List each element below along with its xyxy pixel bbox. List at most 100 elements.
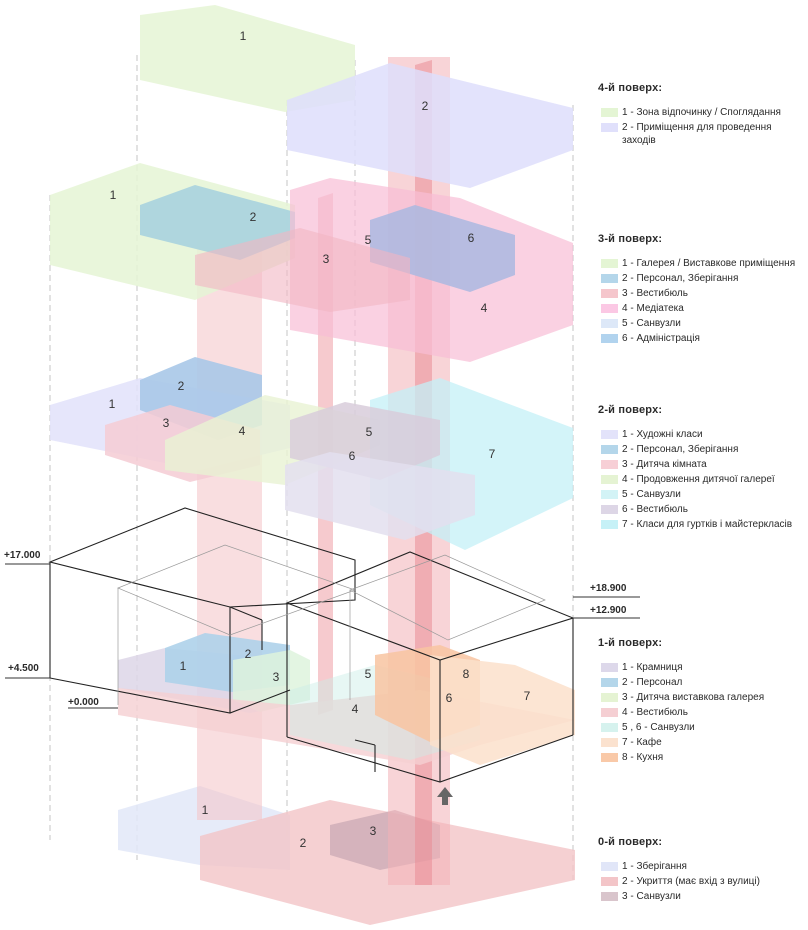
legend-floor-1: 1-й поверх: 1 - Крамниця 2 - Персонал 3 … [598,637,808,766]
room-number: 1 [202,803,209,817]
legend-item: 2 - Персонал [598,676,808,689]
room-number: 4 [239,424,246,438]
room-number: 8 [463,667,470,681]
floor-0-volumes [118,786,575,925]
legend-item: 1 - Галерея / Виставкове приміщення [598,257,808,270]
legend-item: 2 - Персонал, Зберігання [598,443,808,456]
legend-floor-3: 3-й поверх: 1 - Галерея / Виставкове при… [598,233,808,347]
legend-swatch [601,445,618,454]
room-number: 3 [163,416,170,430]
legend-swatch [601,304,618,313]
legend-swatch [601,678,618,687]
room-number: 1 [110,188,117,202]
room-number: 7 [489,447,496,461]
legend-title: 4-й поверх: [598,82,663,94]
entrance-arrow-icon [437,787,453,805]
legend-title: 3-й поверх: [598,233,663,245]
legend-item: 3 - Санвузли [598,890,808,903]
legend-item: 2 - Приміщення для проведення заходів [598,121,782,147]
floor-3-volumes [50,163,573,362]
legend-swatch [601,505,618,514]
legend-swatch [601,123,618,132]
legend-swatch [601,334,618,343]
legend-swatch [601,877,618,886]
elevation-label: +18.900 [590,583,627,594]
legend-swatch [601,274,618,283]
room-number: 2 [178,379,185,393]
room-number: 2 [245,647,252,661]
legend-swatch [601,289,618,298]
legend-item: 3 - Дитяча виставкова галерея [598,691,808,704]
room-number: 7 [524,689,531,703]
legend-swatch [601,693,618,702]
legend-item: 2 - Персонал, Зберігання [598,272,808,285]
floor-1-volumes [118,633,575,765]
room-number: 2 [422,99,429,113]
legend-item: 2 - Укриття (має вхід з вулиці) [598,875,808,888]
legend-swatch [601,862,618,871]
floor-2-volumes [50,357,573,550]
room-number: 2 [300,836,307,850]
legend-item: 6 - Адміністрація [598,332,808,345]
room-numbers: 1 2 1 2 3 4 5 6 1 2 3 4 5 6 7 1 2 3 4 5 … [109,29,531,850]
legend-item: 5 - Санвузли [598,317,808,330]
legend-item: 3 - Дитяча кімната [598,458,808,471]
room-number: 3 [323,252,330,266]
elevation-label: +0.000 [68,697,99,708]
legend-item: 4 - Продовження дитячої галереї [598,473,808,486]
elevation-label: +17.000 [4,550,41,561]
legend-swatch [601,520,618,529]
legend-swatch [601,475,618,484]
room-number: 2 [250,210,257,224]
room-number: 6 [446,691,453,705]
legend-swatch [601,460,618,469]
legend-item: 7 - Класи для гуртків і майстеркласів [598,518,808,531]
legend-swatch [601,259,618,268]
legend-swatch [601,490,618,499]
legend-title: 2-й поверх: [598,404,663,416]
legend-item: 6 - Вестибюль [598,503,808,516]
legend-item: 4 - Вестибюль [598,706,808,719]
legend-item: 4 - Медіатека [598,302,808,315]
legend-swatch [601,723,618,732]
elevation-label: +12.900 [590,605,627,616]
elevation-label: +4.500 [8,663,39,674]
legend-floor-2: 2-й поверх: 1 - Художні класи 2 - Персон… [598,404,808,533]
legend-floor-4: 4-й поверх: 1 - Зона відпочинку / Спогля… [598,82,808,149]
legend-item: 5 - Санвузли [598,488,808,501]
room-number: 3 [370,824,377,838]
room-number: 5 [366,425,373,439]
legend-swatch [601,430,618,439]
legend-floor-0: 0-й поверх: 1 - Зберігання 2 - Укриття (… [598,836,808,905]
room-number: 1 [240,29,247,43]
legend-item: 1 - Зона відпочинку / Споглядання [598,106,808,119]
room-number: 1 [180,659,187,673]
floor-4-volumes [140,5,573,188]
building-outline-light [117,544,546,705]
building-outline [48,507,575,783]
room-number: 6 [349,449,356,463]
legend-swatch [601,708,618,717]
room-number: 5 [365,667,372,681]
legend-title: 0-й поверх: [598,836,663,848]
room-number: 3 [273,670,280,684]
legend-item: 1 - Крамниця [598,661,808,674]
legend-item: 1 - Зберігання [598,860,808,873]
legend-item: 7 - Кафе [598,736,808,749]
legend-swatch [601,753,618,762]
legend-swatch [601,738,618,747]
legend-item: 1 - Художні класи [598,428,808,441]
legend-swatch [601,663,618,672]
room-number: 1 [109,397,116,411]
legend-swatch [601,319,618,328]
legend-item: 5 , 6 - Санвузли [598,721,808,734]
room-number: 4 [481,301,488,315]
legend-swatch [601,892,618,901]
legend-item: 8 - Кухня [598,751,808,764]
elevation-leaders [5,563,640,709]
legend-swatch [601,108,618,117]
legend-title: 1-й поверх: [598,637,663,649]
room-number: 5 [365,233,372,247]
room-number: 4 [352,702,359,716]
